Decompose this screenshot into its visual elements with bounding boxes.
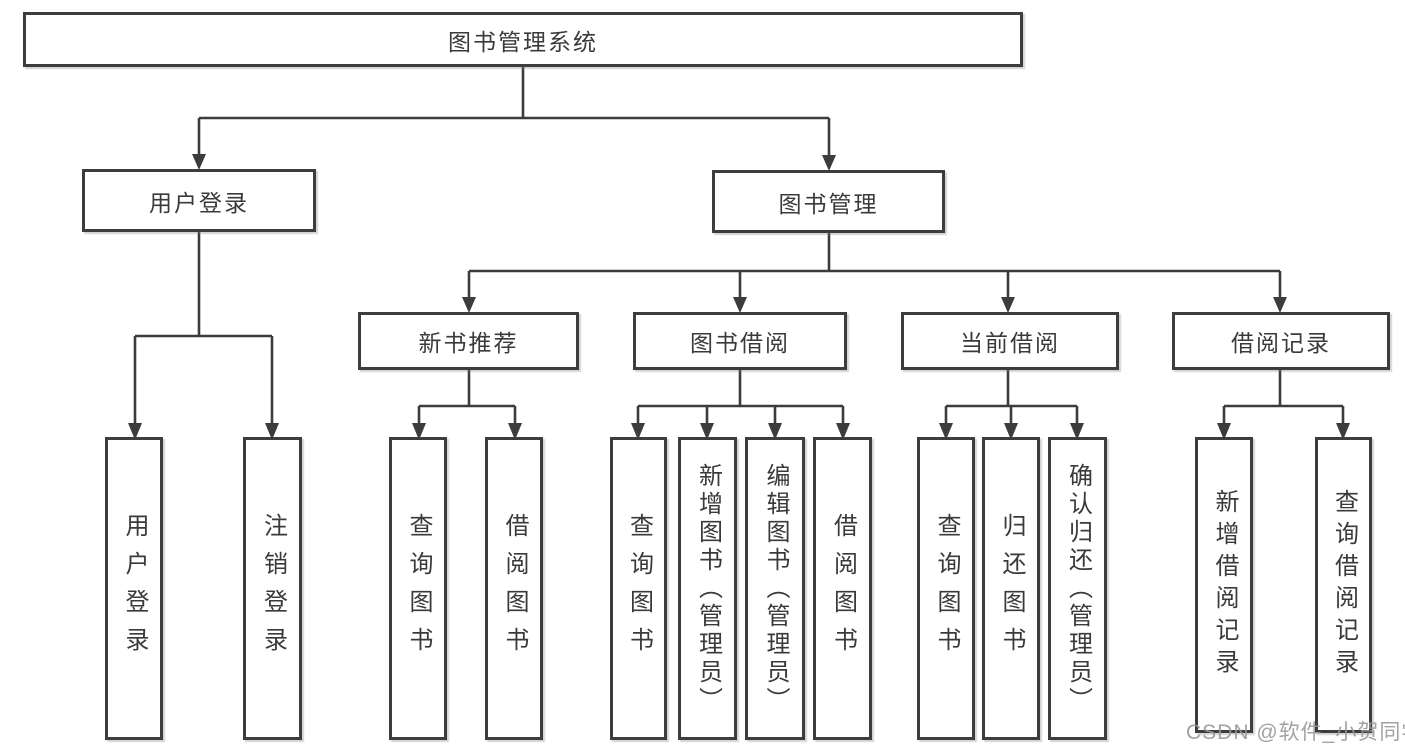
leaf-logout: 注销登录 — [243, 437, 302, 740]
leaf-confirm-return-admin-label: 确认归还（管理员） — [1064, 462, 1092, 715]
leaf-borrow-books-recommend: 借阅图书 — [485, 437, 543, 740]
leaf-borrow-books-recommend-label: 借阅图书 — [501, 512, 528, 665]
node-borrowing-records: 借阅记录 — [1172, 312, 1390, 370]
leaf-add-books-admin: 新增图书（管理员） — [678, 437, 737, 740]
leaf-query-books-current-label: 查询图书 — [933, 512, 960, 665]
node-user-login: 用户登录 — [82, 169, 316, 232]
leaf-edit-books-admin: 编辑图书（管理员） — [745, 437, 805, 740]
node-new-book-recommendation: 新书推荐 — [358, 312, 579, 370]
leaf-return-books-label: 归还图书 — [998, 512, 1025, 665]
leaf-query-books-recommend-label: 查询图书 — [405, 512, 432, 665]
leaf-return-books: 归还图书 — [982, 437, 1040, 740]
leaf-borrow-books-borrowing: 借阅图书 — [813, 437, 872, 740]
leaf-logout-label: 注销登录 — [259, 512, 287, 665]
watermark: CSDN @软件_小贺同学 — [1186, 721, 1405, 744]
node-book-management: 图书管理 — [712, 170, 945, 233]
leaf-query-books-recommend: 查询图书 — [389, 437, 447, 740]
leaf-query-books-borrowing-label: 查询图书 — [625, 512, 653, 665]
leaf-query-borrow-record: 查询借阅记录 — [1315, 437, 1372, 733]
leaf-confirm-return-admin: 确认归还（管理员） — [1048, 437, 1107, 740]
leaf-add-borrow-record: 新增借阅记录 — [1195, 437, 1253, 733]
leaf-user-login: 用户登录 — [105, 437, 163, 740]
leaf-user-login-label: 用户登录 — [121, 512, 148, 665]
leaf-edit-books-admin-label: 编辑图书（管理员） — [762, 462, 789, 715]
node-library-management-system: 图书管理系统 — [23, 12, 1023, 67]
node-current-borrowing: 当前借阅 — [901, 312, 1119, 370]
node-book-borrowing: 图书借阅 — [633, 312, 847, 370]
leaf-query-books-current: 查询图书 — [917, 437, 975, 740]
arrowheads — [128, 154, 1350, 440]
leaf-query-borrow-record-label: 查询借阅记录 — [1330, 489, 1358, 681]
leaf-add-books-admin-label: 新增图书（管理员） — [694, 462, 722, 715]
leaf-borrow-books-borrowing-label: 借阅图书 — [829, 512, 857, 665]
leaf-add-borrow-record-label: 新增借阅记录 — [1211, 489, 1238, 681]
leaf-query-books-borrowing: 查询图书 — [610, 437, 667, 740]
